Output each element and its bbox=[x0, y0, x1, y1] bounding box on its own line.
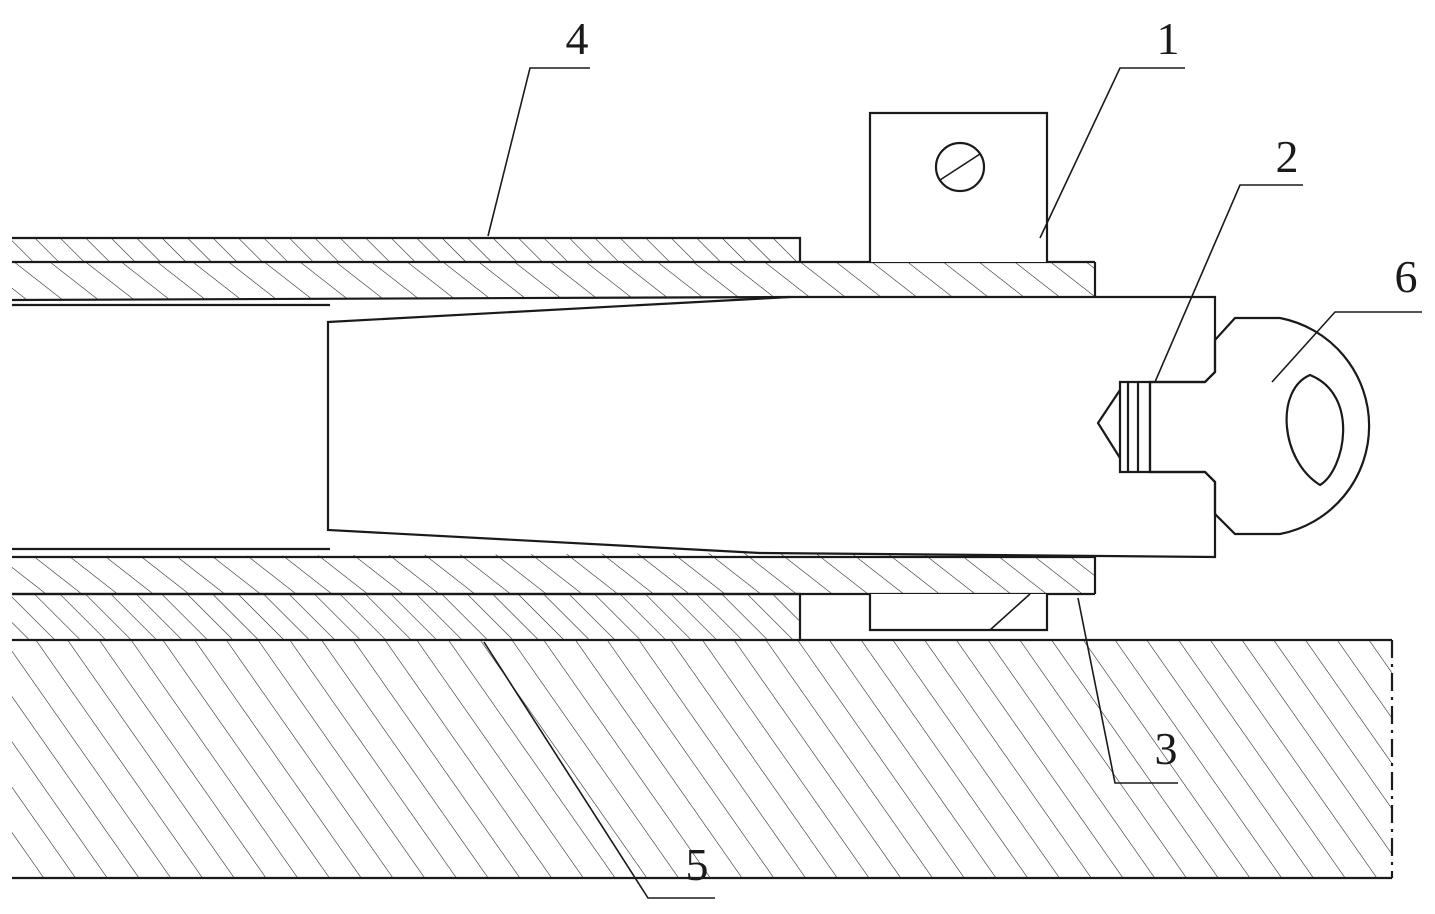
part-5-lower-layer bbox=[12, 592, 802, 640]
leader-1 bbox=[1039, 67, 1185, 239]
part-6-head bbox=[1148, 316, 1371, 536]
leader-4 bbox=[487, 67, 590, 237]
leader-6 bbox=[1271, 311, 1422, 383]
base-slab bbox=[12, 638, 1394, 880]
part-4-upper-layer bbox=[12, 236, 802, 262]
leader-2 bbox=[1154, 184, 1303, 383]
part-1-clamp bbox=[868, 111, 1049, 632]
leader-5 bbox=[483, 641, 715, 899]
part-2-plug bbox=[326, 295, 1217, 559]
callout-5: 5 bbox=[686, 839, 709, 890]
callout-4: 4 bbox=[566, 13, 589, 64]
callout-1: 1 bbox=[1157, 13, 1180, 64]
callout-6: 6 bbox=[1395, 251, 1418, 302]
leader-3 bbox=[1077, 597, 1178, 784]
part-3-sleeve bbox=[11, 260, 1097, 596]
callout-3: 3 bbox=[1155, 723, 1178, 774]
leader-lines bbox=[483, 67, 1422, 899]
callout-2: 2 bbox=[1276, 131, 1299, 182]
